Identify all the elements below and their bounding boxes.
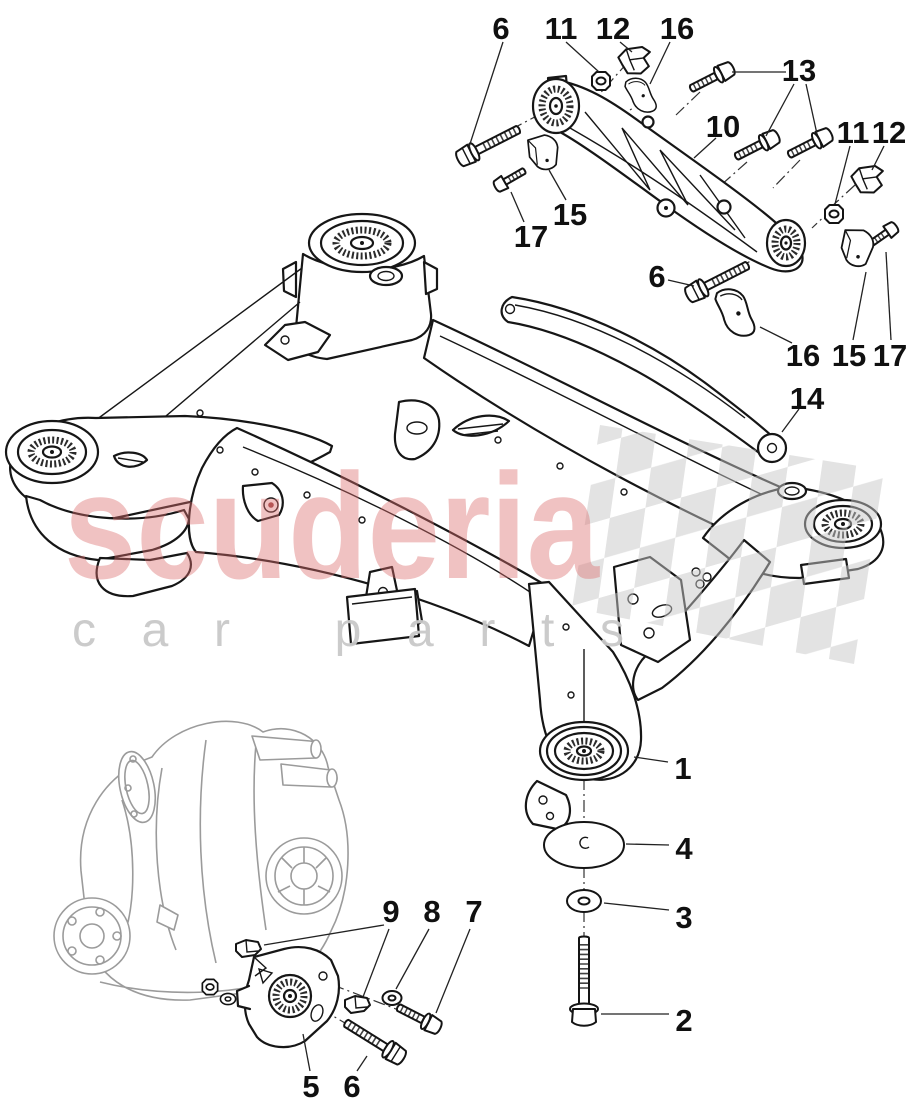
callout-label-8-20: 8 (423, 894, 440, 929)
callout-label-10-5: 10 (706, 109, 740, 144)
control-arm-right-bushing (765, 218, 807, 268)
callout-leader-15 (852, 271, 867, 341)
nut-11a (591, 71, 611, 91)
callout-leader-7 (435, 928, 471, 1014)
callout-leader-12 (619, 41, 633, 53)
callout-label-11-6: 11 (837, 115, 870, 150)
left-front-bushing (4, 419, 100, 485)
callout-label-14-14: 14 (790, 381, 825, 416)
callout-leader-13 (805, 83, 818, 135)
washer-small (219, 992, 237, 1006)
callout-leader-14 (781, 408, 800, 433)
callout-leader-9 (263, 924, 385, 946)
callout-label-17-13: 17 (873, 338, 907, 373)
callout-leader-16 (649, 41, 671, 85)
callout-leader-11 (834, 145, 851, 205)
watermark-tagline-text: car parts (72, 604, 624, 657)
callout-leader-15 (548, 169, 567, 201)
callout-label-12-7: 12 (872, 115, 906, 150)
washer-8 (381, 990, 403, 1006)
tie-arm-part-14 (500, 295, 788, 464)
callout-label-12-2: 12 (596, 11, 630, 46)
callout-label-1-15: 1 (674, 751, 691, 786)
clip-16a (620, 75, 662, 115)
washer-part-3 (566, 889, 602, 913)
bushing-eye-accent (268, 502, 274, 508)
callout-label-17-9: 17 (514, 219, 548, 254)
callout-label-6-10: 6 (648, 259, 665, 294)
callout-leader-4 (625, 843, 670, 846)
mount-bracket-part-5 (235, 945, 341, 1049)
bolt-17a (492, 164, 528, 193)
control-arm-part-10 (531, 74, 807, 273)
watermark-checker-flag (572, 425, 884, 664)
callout-leader-1 (633, 756, 669, 763)
callout-leader-11 (565, 41, 600, 73)
callout-leader-12 (871, 145, 885, 171)
differential-output-flange (53, 897, 131, 975)
callout-label-16-11: 16 (786, 338, 820, 373)
bolt-6c (340, 1014, 408, 1067)
callout-leader-17 (510, 191, 525, 223)
clip-12a (616, 45, 654, 78)
differential-side-flange (117, 750, 157, 824)
clip-16b (706, 284, 764, 340)
callout-leader-6 (667, 279, 695, 287)
differential-rear-cover (265, 837, 343, 915)
control-arm-left-bushing (531, 74, 581, 135)
callout-label-5-22: 5 (302, 1069, 319, 1100)
callout-label-15-8: 15 (553, 197, 587, 232)
callout-leader-17 (885, 251, 892, 341)
rubber-disc-part-4 (543, 821, 625, 869)
callout-leader-13 (765, 83, 795, 137)
nut-11b (824, 204, 844, 224)
callout-label-6-23: 6 (343, 1069, 360, 1100)
clip-9b (344, 995, 371, 1014)
callout-label-15-12: 15 (832, 338, 866, 373)
nut-small (201, 978, 219, 996)
front-leg-bushing (538, 720, 630, 782)
callout-leader-5 (302, 1033, 311, 1072)
callout-label-7-21: 7 (465, 894, 482, 929)
tower-bushing (307, 212, 417, 287)
callout-leader-16 (759, 326, 793, 344)
callout-leader-9 (362, 928, 390, 998)
bolt-13c (785, 126, 835, 163)
callout-label-13-4: 13 (782, 53, 816, 88)
watermark-brand-text: scuderia (64, 442, 600, 610)
bolt-13a (687, 60, 737, 97)
callout-leader-8 (395, 928, 430, 990)
watermark: scuderia car parts (64, 425, 884, 664)
bolt-6a (454, 120, 524, 168)
callout-label-11-1: 11 (545, 11, 578, 46)
callout-leader-10 (693, 137, 717, 159)
callout-label-16-3: 16 (660, 11, 694, 46)
callout-label-6-0: 6 (492, 11, 509, 46)
differential-unit (53, 720, 349, 1001)
callout-label-4-16: 4 (675, 831, 693, 866)
clip-12b (849, 164, 887, 197)
bolt-7 (394, 999, 444, 1036)
clip-15a (526, 132, 561, 172)
callout-label-9-19: 9 (382, 894, 399, 929)
callout-leader-6 (356, 1055, 368, 1072)
callout-label-2-18: 2 (675, 1003, 692, 1038)
clip-15b (837, 225, 877, 270)
callout-leader-6 (468, 41, 504, 148)
bolt-part-2 (569, 935, 599, 1027)
callout-leader-3 (603, 902, 670, 911)
callout-label-3-17: 3 (675, 900, 692, 935)
